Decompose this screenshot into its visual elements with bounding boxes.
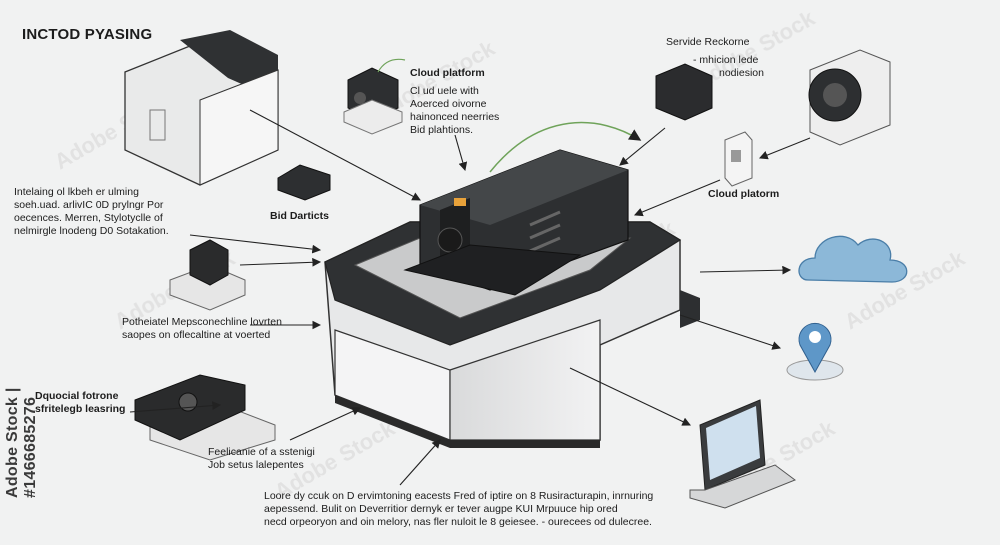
left-desc-line: soeh.uad. arlivIC 0D prylngr Por — [14, 199, 164, 211]
printed-block-part — [169, 239, 246, 311]
bottom-description: Loore dy ccuk on D ervimtoning eacests F… — [264, 490, 653, 529]
feelicanie-line: Job setus lalepentes — [208, 459, 304, 471]
service-title: Servide Reckorne — [666, 36, 750, 48]
bid-districts-label: Bid Darticts — [270, 210, 329, 222]
page-title: INCTOD PYASING — [22, 26, 153, 43]
dquocial-description: Dquocial fotrone sfritelegb leasring — [35, 390, 125, 416]
left-desc-line: oecences. Merren, Stylotyclle of — [14, 212, 163, 224]
stock-id-vertical: Adobe Stock | #1466685276 — [4, 387, 39, 498]
left-description: Intelaing ol lkbeh er ulming soeh.uad. a… — [14, 186, 169, 238]
cloud-body-line: Cl ud uele with — [410, 85, 479, 97]
laptop-icon — [689, 399, 797, 509]
enclosure-device — [124, 30, 279, 186]
cloud-module-cube — [343, 67, 403, 135]
server-unit — [724, 131, 753, 187]
left-desc-line: Intelaing ol lkbeh er ulming — [14, 186, 139, 198]
cube-flow-arc — [377, 58, 406, 73]
bottom-desc-line: necd orpeoryon and oin melory, nas fler … — [264, 516, 652, 528]
service-body-line: - mhicion lede — [693, 54, 759, 66]
bottom-desc-line: aepessend. Bulit on Deverritior dernyk e… — [264, 503, 618, 515]
main-printer-machine — [324, 149, 700, 448]
left-desc-line: nelmirgle lnodeng D0 Sotakation. — [14, 225, 169, 237]
feelicanie-line: Feelicanie of a sstenigi — [208, 446, 315, 458]
bid-district-part — [277, 164, 331, 201]
service-body-line: nodiesion — [719, 67, 764, 79]
service-body: - mhicion lede nodiesion — [693, 54, 764, 80]
data-flow-arc — [489, 121, 642, 173]
location-pin-icon — [786, 323, 844, 381]
bottom-desc-line: Loore dy ccuk on D ervimtoning eacests F… — [264, 490, 654, 502]
cloud-body-line: Bid plahtions. — [410, 124, 474, 136]
cloud-icon — [798, 235, 908, 283]
dquocial-line: Dquocial fotrone — [35, 390, 119, 402]
cloud-platform-title: Cloud platform — [410, 67, 485, 79]
dquocial-line: sfritelegb leasring — [35, 403, 126, 415]
potholed-line: Potheiatel Mepsconechline lovrten — [122, 316, 282, 328]
cloud-platform-right: Cloud platorm — [708, 188, 780, 200]
connector-arrows — [129, 109, 811, 486]
cloud-platform-body: Cl ud uele with Aoerced oivorne hainonce… — [410, 85, 499, 137]
potholed-line: saopes on oflecaltine at voerted — [122, 329, 271, 341]
potholed-description: Potheiatel Mepsconechline lovrten saopes… — [122, 316, 282, 342]
camera-device — [808, 49, 891, 146]
cloud-body-line: hainonced neerries — [410, 111, 500, 123]
feelicanie-description: Feelicanie of a sstenigi Job setus lalep… — [208, 446, 315, 472]
cloud-body-line: Aoerced oivorne — [410, 98, 487, 110]
service-cube — [655, 63, 713, 121]
